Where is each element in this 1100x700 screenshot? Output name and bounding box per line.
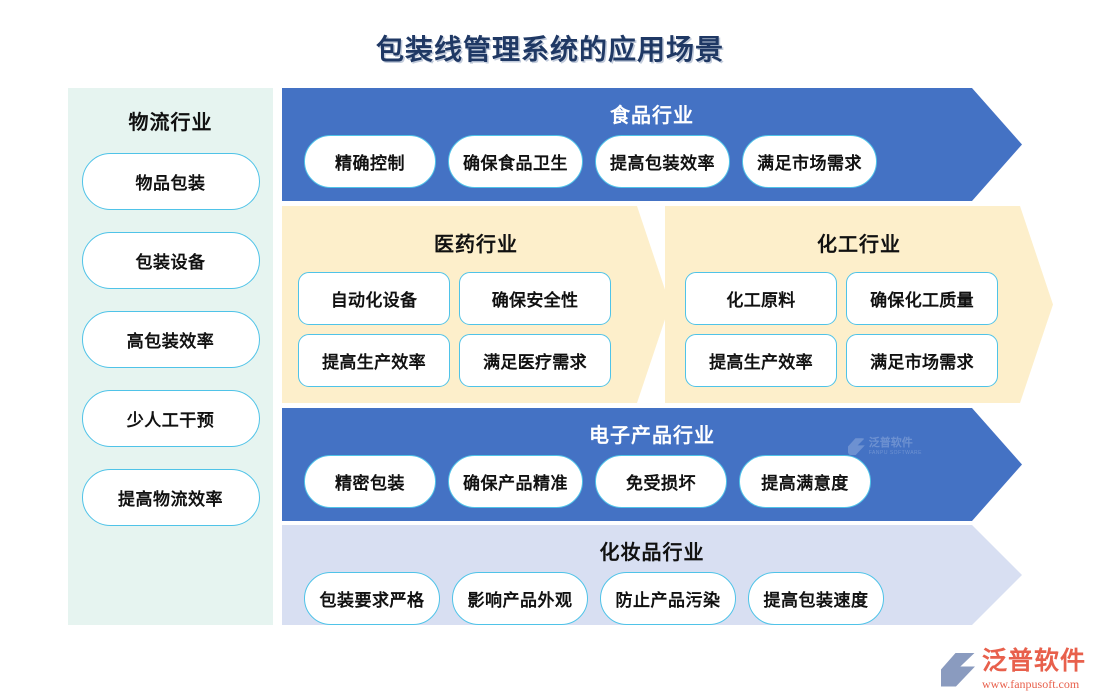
band-cosmetics-items: 包装要求严格 影响产品外观 防止产品污染 提高包装速度 — [282, 572, 1022, 625]
band-food-title: 食品行业 — [610, 105, 694, 127]
sidebar-item-wupinbaozhuang[interactable]: 物品包装 — [81, 153, 260, 210]
food-item-2[interactable]: 确保食品卫生 — [448, 135, 583, 188]
electronics-item-4[interactable]: 提高满意度 — [739, 455, 871, 508]
band-food-industry: 食品行业 精确控制 确保食品卫生 提高包装效率 满足市场需求 — [282, 88, 1022, 201]
cosmetics-item-1[interactable]: 包装要求严格 — [304, 572, 440, 625]
sidebar-item-shaorengongganyu[interactable]: 少人工干预 — [81, 390, 260, 447]
sidebar-item-baozhuangshebei[interactable]: 包装设备 — [81, 232, 260, 289]
pharma-item-3[interactable]: 提高生产效率 — [298, 334, 450, 387]
fanpu-logo-text: 泛普软件 www.fanpusoft.com — [981, 647, 1086, 691]
band-cosmetics-industry: 化妆品行业 包装要求严格 影响产品外观 防止产品污染 提高包装速度 — [282, 525, 1022, 625]
band-electronics-industry: 电子产品行业 精密包装 确保产品精准 免受损坏 提高满意度 泛普软件 FANPU… — [282, 408, 1022, 521]
band-electronics-title: 电子产品行业 — [589, 425, 715, 447]
chemical-item-4[interactable]: 满足市场需求 — [846, 334, 998, 387]
fanpu-logo-name: 泛普软件 — [981, 647, 1086, 675]
industry-bands-container: 食品行业 精确控制 确保食品卫生 提高包装效率 满足市场需求 医药行业 自动化设… — [282, 88, 1100, 625]
sidebar-item-list: 物品包装 包装设备 高包装效率 少人工干预 提高物流效率 — [68, 153, 273, 526]
cosmetics-item-2[interactable]: 影响产品外观 — [452, 572, 588, 625]
electronics-item-1[interactable]: 精密包装 — [304, 455, 436, 508]
band-chemical-items: 化工原料 确保化工质量 提高生产效率 满足市场需求 — [665, 272, 1053, 387]
pharma-item-4[interactable]: 满足医疗需求 — [459, 334, 611, 387]
chemical-item-3[interactable]: 提高生产效率 — [685, 334, 837, 387]
sidebar-item-tigaowuliuxiaolv[interactable]: 提高物流效率 — [81, 469, 260, 526]
electronics-item-2[interactable]: 确保产品精准 — [448, 455, 583, 508]
fanpu-logo-icon — [940, 652, 975, 687]
cosmetics-item-3[interactable]: 防止产品污染 — [600, 572, 736, 625]
pharma-item-2[interactable]: 确保安全性 — [459, 272, 611, 325]
sidebar-item-gaobaozhuangxiaolv[interactable]: 高包装效率 — [81, 311, 260, 368]
electronics-item-3[interactable]: 免受损坏 — [595, 455, 727, 508]
pharma-item-1[interactable]: 自动化设备 — [298, 272, 450, 325]
band-electronics-items: 精密包装 确保产品精准 免受损坏 提高满意度 — [282, 455, 1022, 508]
band-chemical-industry: 化工行业 化工原料 确保化工质量 提高生产效率 满足市场需求 — [665, 206, 1053, 403]
band-pharma-industry: 医药行业 自动化设备 确保安全性 提高生产效率 满足医疗需求 — [282, 206, 670, 403]
chemical-item-1[interactable]: 化工原料 — [685, 272, 837, 325]
fanpu-logo-url: www.fanpusoft.com — [981, 677, 1080, 691]
cosmetics-item-4[interactable]: 提高包装速度 — [748, 572, 884, 625]
chemical-item-2[interactable]: 确保化工质量 — [846, 272, 998, 325]
sidebar-title: 物流行业 — [128, 112, 213, 134]
page-title: 包装线管理系统的应用场景 — [375, 34, 724, 65]
band-food-items: 精确控制 确保食品卫生 提高包装效率 满足市场需求 — [282, 135, 1022, 188]
band-chemical-title: 化工行业 — [817, 234, 901, 256]
food-item-1[interactable]: 精确控制 — [304, 135, 436, 188]
band-cosmetics-title: 化妆品行业 — [599, 542, 705, 564]
food-item-4[interactable]: 满足市场需求 — [742, 135, 877, 188]
pharma-chemical-row: 医药行业 自动化设备 确保安全性 提高生产效率 满足医疗需求 化工行业 化工原料… — [282, 206, 1100, 403]
band-pharma-title: 医药行业 — [434, 234, 518, 256]
logistics-sidebar: 物流行业 物品包装 包装设备 高包装效率 少人工干预 提高物流效率 — [68, 88, 273, 625]
food-item-3[interactable]: 提高包装效率 — [595, 135, 730, 188]
band-pharma-items: 自动化设备 确保安全性 提高生产效率 满足医疗需求 — [282, 272, 670, 387]
fanpu-logo: 泛普软件 www.fanpusoft.com — [940, 647, 1086, 691]
